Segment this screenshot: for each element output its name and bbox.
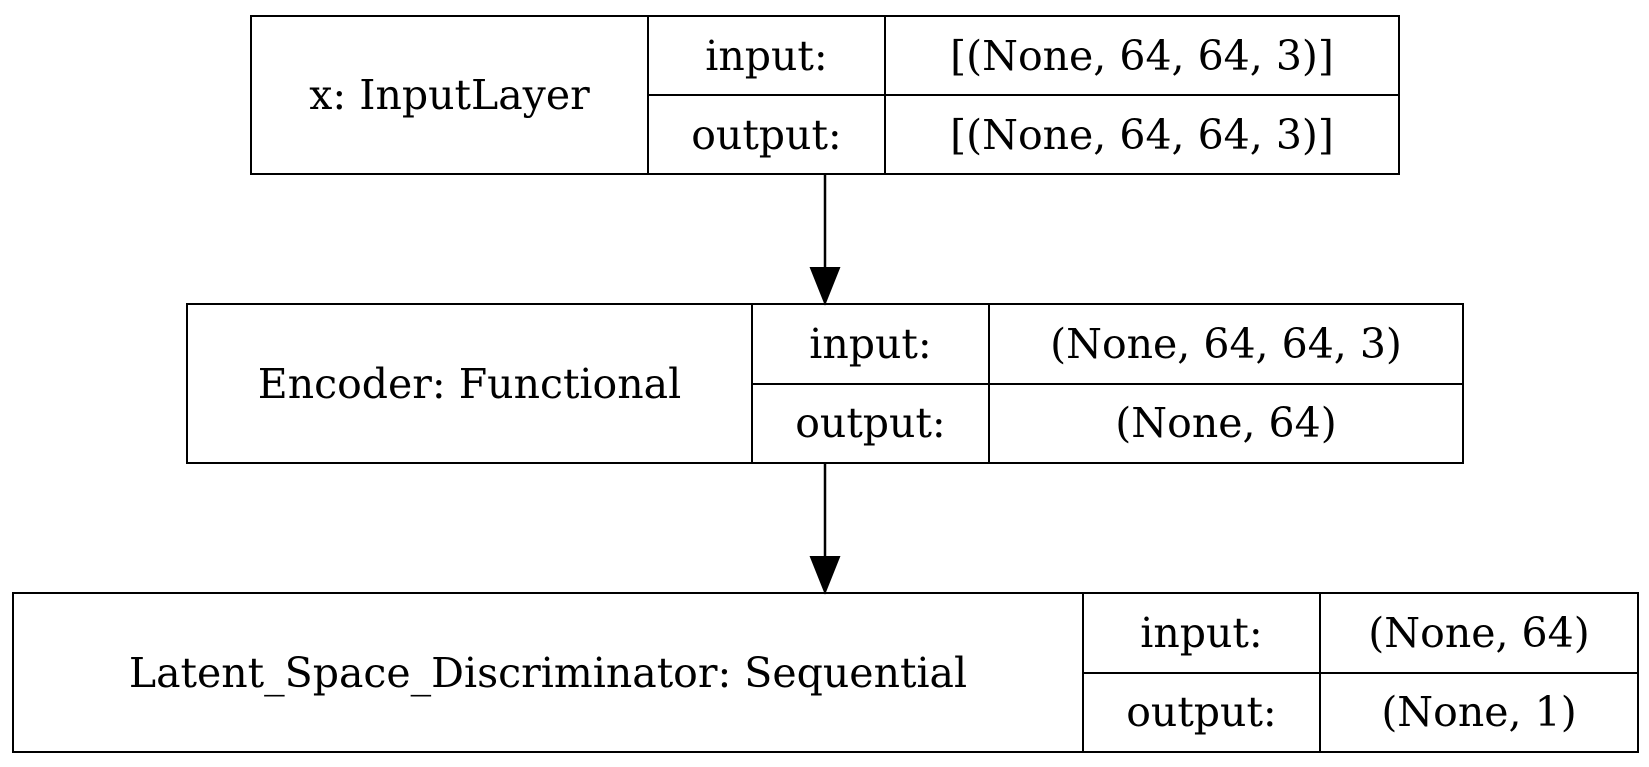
node-title: Encoder: Functional (188, 305, 753, 462)
output-label: output: (691, 110, 842, 159)
output-shape: (None, 1) (1381, 688, 1577, 737)
output-label: output: (1126, 688, 1277, 737)
edge-encoder-to-discriminator (809, 464, 841, 595)
output-shape: [(None, 64, 64, 3)] (950, 110, 1334, 159)
io-label-column: input: output: (1084, 594, 1321, 751)
io-label-column: input: output: (649, 17, 886, 173)
node-latent-space-discriminator: Latent_Space_Discriminator: Sequential i… (12, 592, 1639, 753)
arrowhead-icon (809, 556, 841, 595)
node-encoder: Encoder: Functional input: output: (None… (186, 303, 1464, 464)
output-shape: (None, 64) (1115, 399, 1337, 448)
io-shape-column: (None, 64, 64, 3) (None, 64) (990, 305, 1462, 462)
edge-input-to-encoder (809, 175, 841, 306)
input-shape: (None, 64) (1321, 594, 1637, 674)
input-label: input: (1084, 594, 1319, 674)
output-label: output: (795, 399, 946, 448)
input-shape: (None, 64, 64, 3) (990, 305, 1462, 385)
node-input-layer: x: InputLayer input: output: [(None, 64,… (250, 15, 1400, 175)
node-title: Latent_Space_Discriminator: Sequential (14, 594, 1084, 751)
io-shape-column: (None, 64) (None, 1) (1321, 594, 1637, 751)
io-label-column: input: output: (753, 305, 990, 462)
arrowhead-icon (809, 267, 841, 306)
io-shape-column: [(None, 64, 64, 3)] [(None, 64, 64, 3)] (886, 17, 1398, 173)
input-label: input: (649, 17, 884, 96)
input-label: input: (753, 305, 988, 385)
input-shape: [(None, 64, 64, 3)] (886, 17, 1398, 96)
node-title: x: InputLayer (252, 17, 649, 173)
